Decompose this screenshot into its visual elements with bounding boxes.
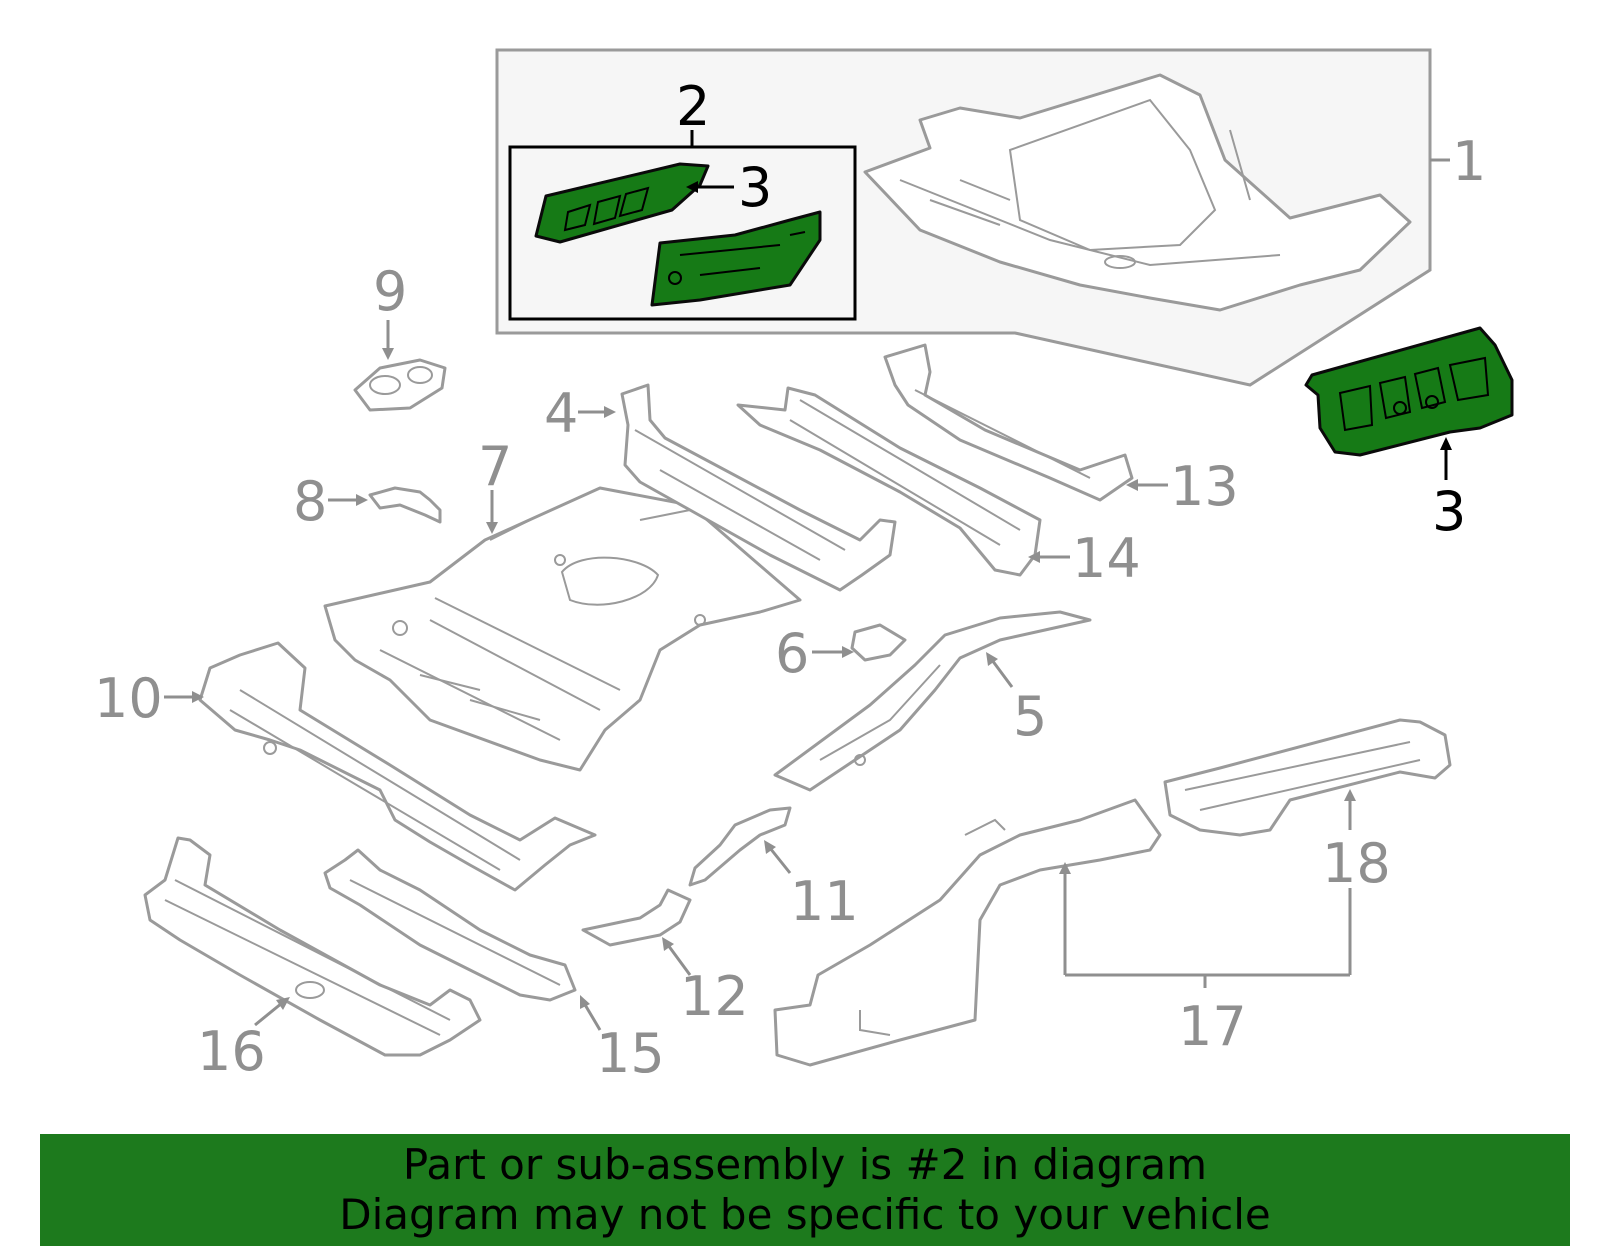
callout-4: 4	[544, 382, 578, 445]
callout-17-bracket	[1059, 862, 1352, 988]
part-18-extension	[1163, 718, 1452, 837]
callout-18: 18	[1322, 832, 1391, 895]
callout-5: 5	[1013, 685, 1047, 748]
callout-8: 8	[293, 470, 327, 533]
part-2-right-piece	[650, 210, 822, 307]
disclaimer-banner: Part or sub-assembly is #2 in diagram Di…	[40, 1134, 1570, 1246]
part-8-bracket	[368, 486, 442, 524]
part-4-crossmember	[620, 383, 897, 592]
callout-13: 13	[1170, 455, 1239, 518]
part-6-bracket	[850, 623, 907, 662]
callout-9: 9	[373, 260, 407, 323]
part-5-rail	[773, 610, 1092, 792]
callout-17: 17	[1178, 995, 1247, 1058]
part-16-rear-panel	[143, 836, 482, 1057]
callout-7: 7	[478, 435, 512, 498]
part-15-reinforcement	[323, 848, 577, 1002]
part-12-bracket	[581, 888, 692, 947]
banner-line-2: Diagram may not be specific to your vehi…	[339, 1190, 1271, 1239]
callout-15: 15	[596, 1022, 665, 1085]
part-1-rear-floor	[863, 73, 1412, 312]
callout-15-leader	[582, 1002, 602, 1031]
part-10-rear-crossmember	[198, 641, 597, 892]
callout-5-leader	[990, 659, 1014, 688]
callout-6: 6	[775, 622, 809, 685]
banner-line-1: Part or sub-assembly is #2 in diagram	[402, 1140, 1208, 1189]
callout-3-right: 3	[1432, 480, 1466, 543]
part-9-plug	[353, 358, 447, 412]
part-17-side-member	[773, 798, 1162, 1067]
part-13-crossmember	[883, 343, 1134, 502]
callout-16-leader	[254, 1001, 283, 1027]
part-2-left-piece	[534, 162, 710, 244]
callout-16: 16	[197, 1020, 266, 1083]
part-3-panel	[1304, 326, 1514, 457]
part-7-center-floor	[323, 486, 802, 772]
callout-12-leader	[666, 944, 692, 976]
part-11-bracket	[688, 806, 792, 887]
callout-11: 11	[790, 870, 859, 933]
callout-14: 14	[1072, 527, 1141, 590]
callout-11-leader	[768, 847, 792, 874]
parts-diagram: 1 2 3 3 9	[94, 48, 1514, 1085]
callout-3-top: 3	[738, 156, 772, 219]
callout-10: 10	[94, 667, 163, 730]
callout-1: 1	[1452, 130, 1486, 193]
callout-12: 12	[680, 965, 749, 1028]
callout-2: 2	[676, 75, 710, 138]
